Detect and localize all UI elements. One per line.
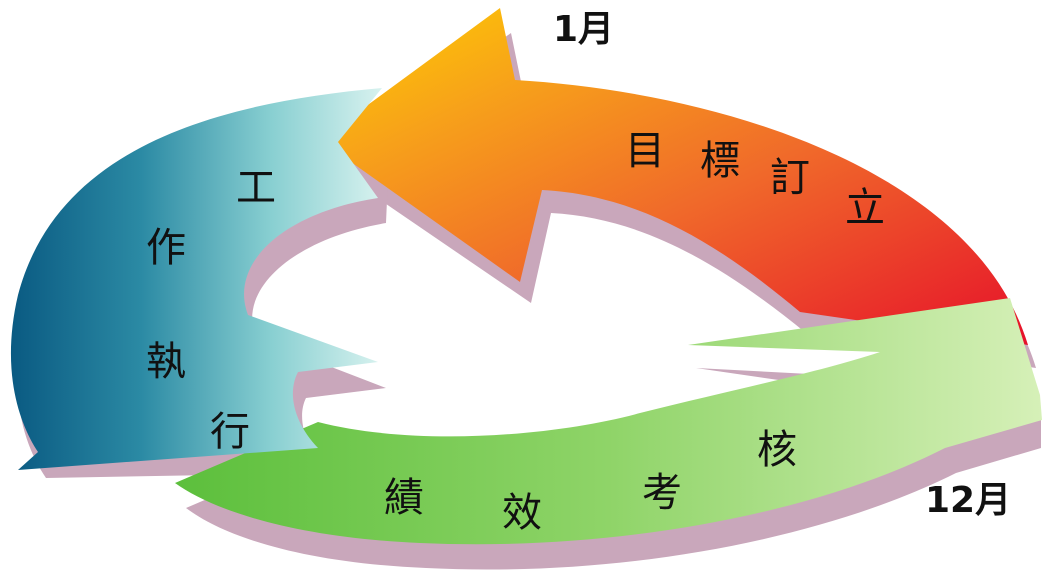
goal-char-1: 目	[625, 128, 665, 174]
arrow-work-execution	[10, 88, 383, 470]
execution-char-2: 作	[146, 225, 186, 271]
month-start-label: 1月	[553, 9, 615, 50]
execution-char-1: 工	[236, 165, 276, 211]
execution-char-3: 執	[146, 339, 186, 385]
goal-char-2: 標	[700, 138, 740, 184]
review-char-4: 核	[757, 427, 797, 473]
month-end-label: 12月	[925, 480, 1012, 521]
goal-char-4: 立	[845, 185, 885, 231]
review-char-1: 績	[384, 475, 424, 521]
execution-char-4: 行	[210, 409, 250, 455]
arrow-performance-review	[175, 298, 1042, 545]
goal-char-3: 訂	[770, 155, 810, 201]
review-char-2: 效	[502, 490, 542, 536]
arrow-goal-setting	[320, 8, 1028, 345]
review-char-3: 考	[642, 470, 682, 516]
